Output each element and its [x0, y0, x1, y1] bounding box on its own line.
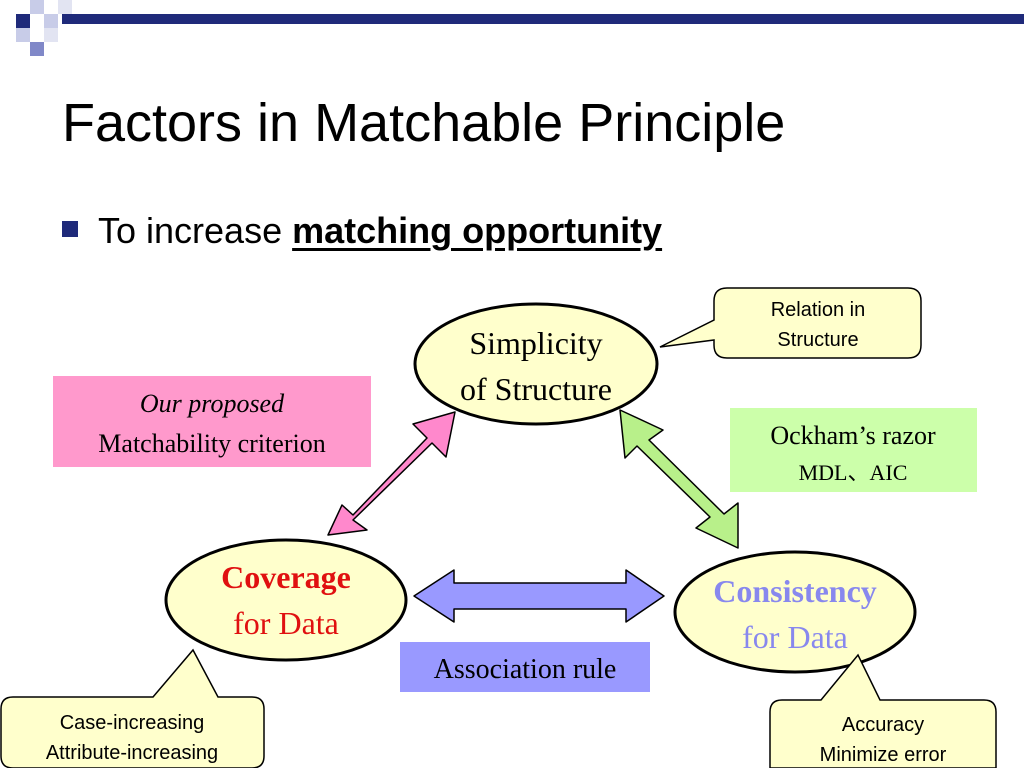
square-bullet-icon [62, 221, 78, 237]
callout-text: Relation in [771, 299, 866, 321]
node-consistency-for-data: Consistency for Data [673, 550, 917, 674]
callout-relation-in-structure: Relation in Structure [659, 287, 922, 359]
bullet-text: To increase [98, 210, 293, 251]
callout-text: Attribute-increasing [46, 742, 218, 764]
node-label: Coverage [221, 559, 351, 595]
callout-text: Case-increasing [60, 712, 205, 734]
double-arrow-simplicity-coverage [327, 411, 456, 536]
callout-text: Structure [777, 329, 858, 351]
label-ockham-razor: Ockham’s razor MDL、AIC [730, 408, 977, 492]
double-arrow-simplicity-consistency [619, 409, 739, 549]
node-simplicity-of-structure: Simplicity of Structure [413, 302, 659, 426]
label-association-rule: Association rule [400, 642, 650, 692]
node-label: for Data [742, 619, 848, 655]
bullet-item: To increase matching opportunity [62, 210, 662, 260]
bullet-emphasis: matching opportunity [292, 210, 663, 251]
corner-decoration [16, 0, 1024, 56]
label-our-proposed: Our proposed Matchability criterion [53, 376, 371, 467]
node-label: Simplicity [469, 325, 602, 361]
double-arrow-coverage-consistency [413, 569, 665, 623]
slide-title: Factors in Matchable Principle [62, 93, 786, 153]
callout-text: Minimize error [820, 744, 947, 766]
label-text: Ockham’s razor [770, 421, 936, 450]
node-label: Consistency [713, 573, 877, 609]
label-text: Matchability criterion [98, 429, 325, 458]
callout-accuracy: Accuracy Minimize error [769, 653, 997, 768]
node-coverage-for-data: Coverage for Data [164, 538, 408, 662]
label-text: Our proposed [140, 389, 285, 418]
node-label: for Data [233, 605, 339, 641]
callout-text: Accuracy [842, 714, 924, 736]
label-text: Association rule [434, 654, 617, 685]
node-label: of Structure [460, 371, 612, 407]
callout-case-increasing: Case-increasing Attribute-increasing [0, 648, 265, 768]
label-text: MDL、AIC [799, 460, 908, 485]
